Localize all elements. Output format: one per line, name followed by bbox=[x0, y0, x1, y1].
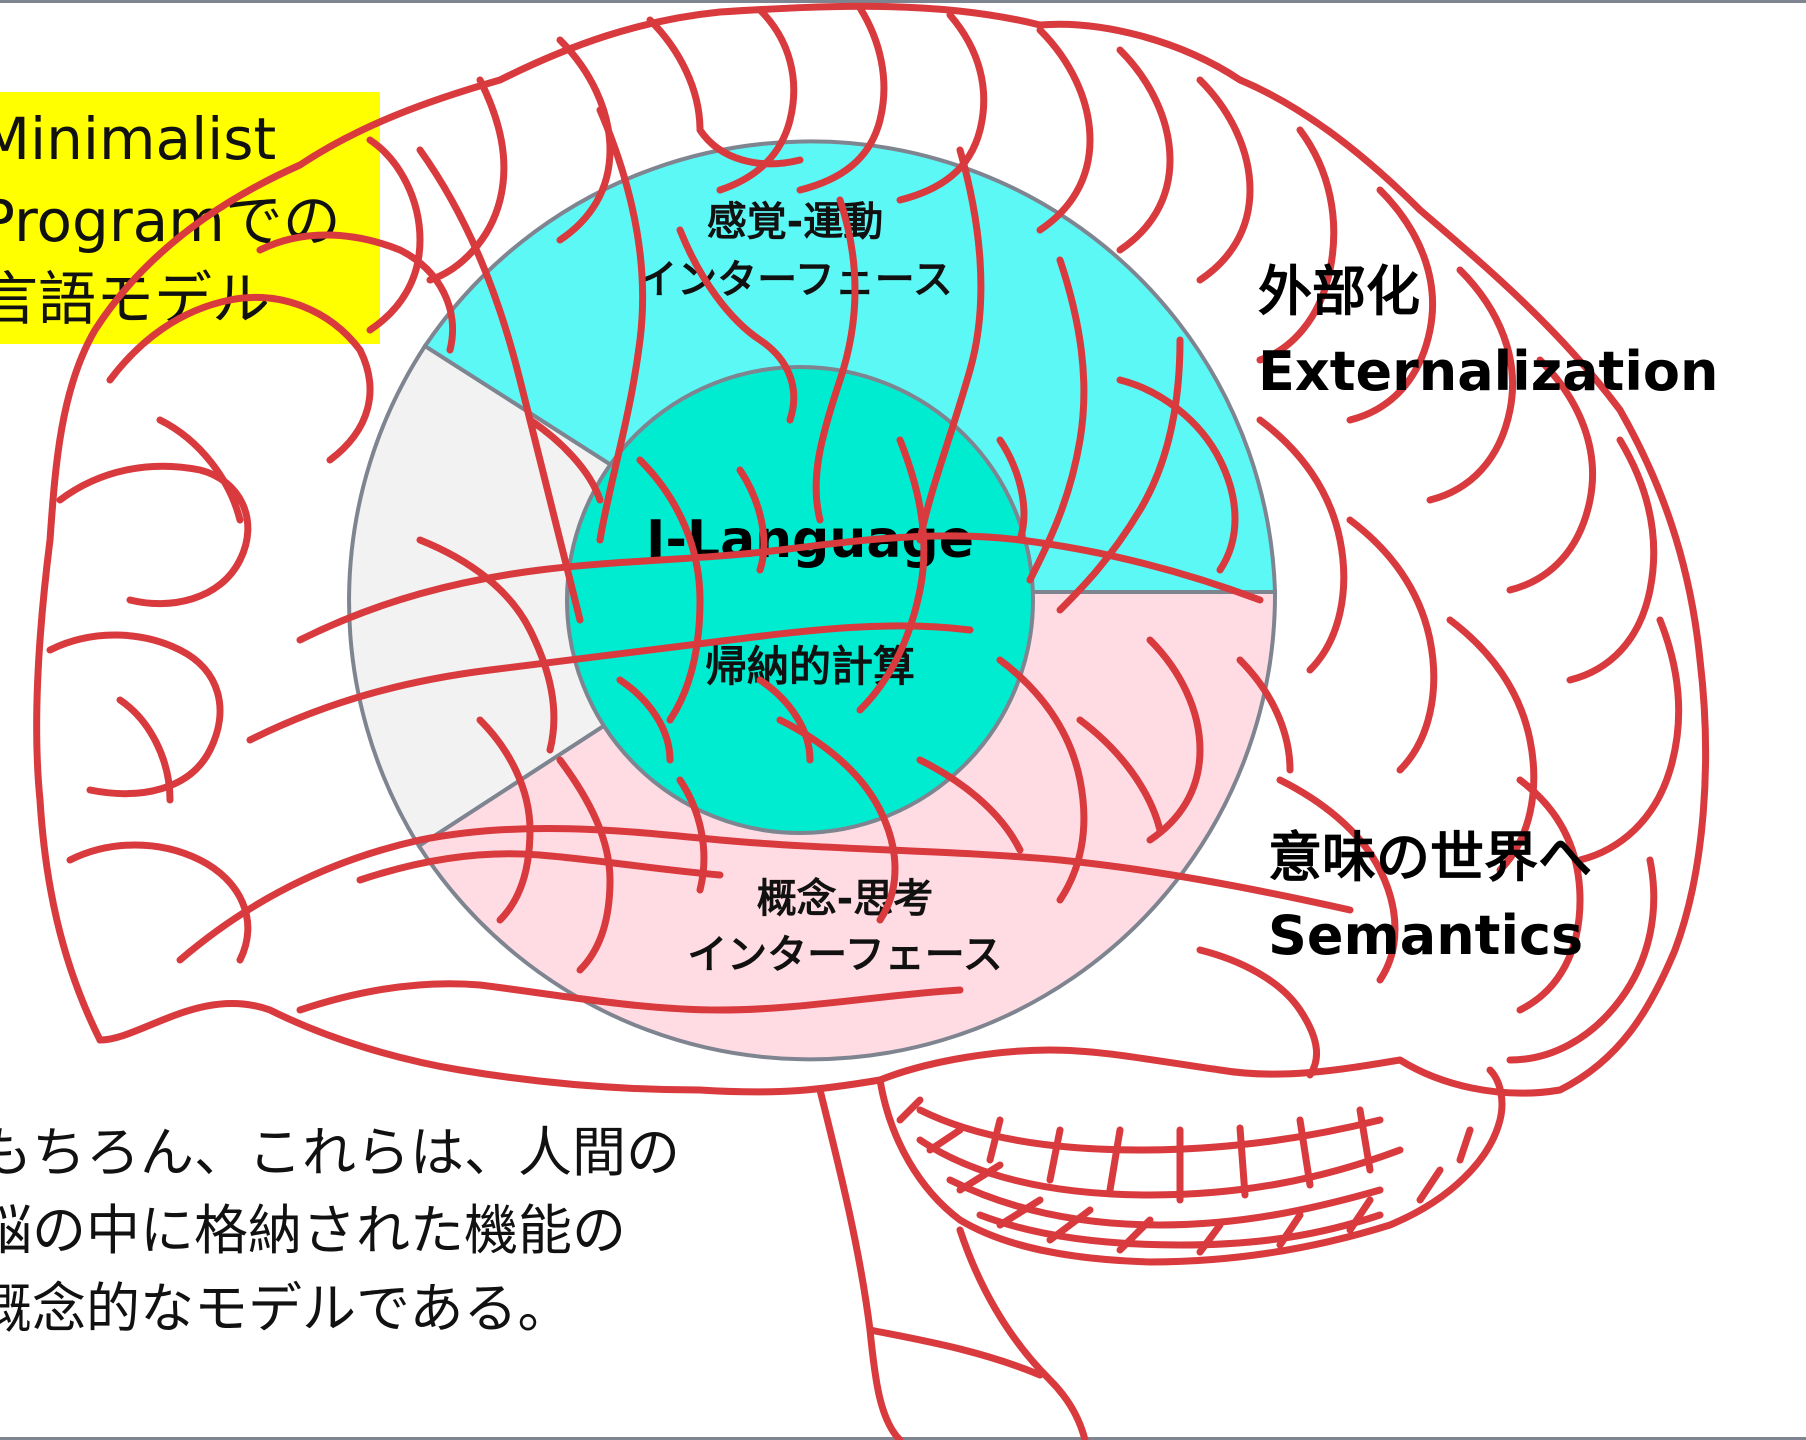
brain-stem bbox=[816, 1086, 904, 1440]
note-line-1: もちろん、これらは、人間の bbox=[0, 1121, 680, 1184]
lower-sector-label-line1: 概念-思考 bbox=[757, 876, 934, 922]
upper-sector-label-line1: 感覚-運動 bbox=[707, 199, 884, 245]
note-line-2: 脳の中に格納された機能の bbox=[0, 1199, 626, 1262]
semantics-en-label: Semantics bbox=[1268, 904, 1584, 967]
brain-illustration bbox=[33, 2, 1710, 1440]
note-line-3: 概念的なモデルである。 bbox=[0, 1277, 572, 1340]
cerebellum-outline bbox=[876, 1066, 1506, 1266]
upper-sector-label-line2: インターフェース bbox=[637, 257, 953, 303]
semantics-jp-label: 意味の世界へ bbox=[1268, 826, 1592, 889]
language-model-diagram: 感覚-運動 インターフェース I-Language 帰納的計算 概念-思考 イン… bbox=[347, 139, 1278, 1062]
externalization-jp-label: 外部化 bbox=[1258, 260, 1420, 323]
externalization-en-label: Externalization bbox=[1258, 340, 1719, 403]
lower-sector-label-line2: インターフェース bbox=[687, 932, 1003, 978]
top-border bbox=[0, 0, 1806, 3]
title-box bbox=[0, 92, 380, 344]
i-language-core bbox=[565, 365, 1035, 835]
title-line-1: Minimalist bbox=[0, 105, 277, 173]
